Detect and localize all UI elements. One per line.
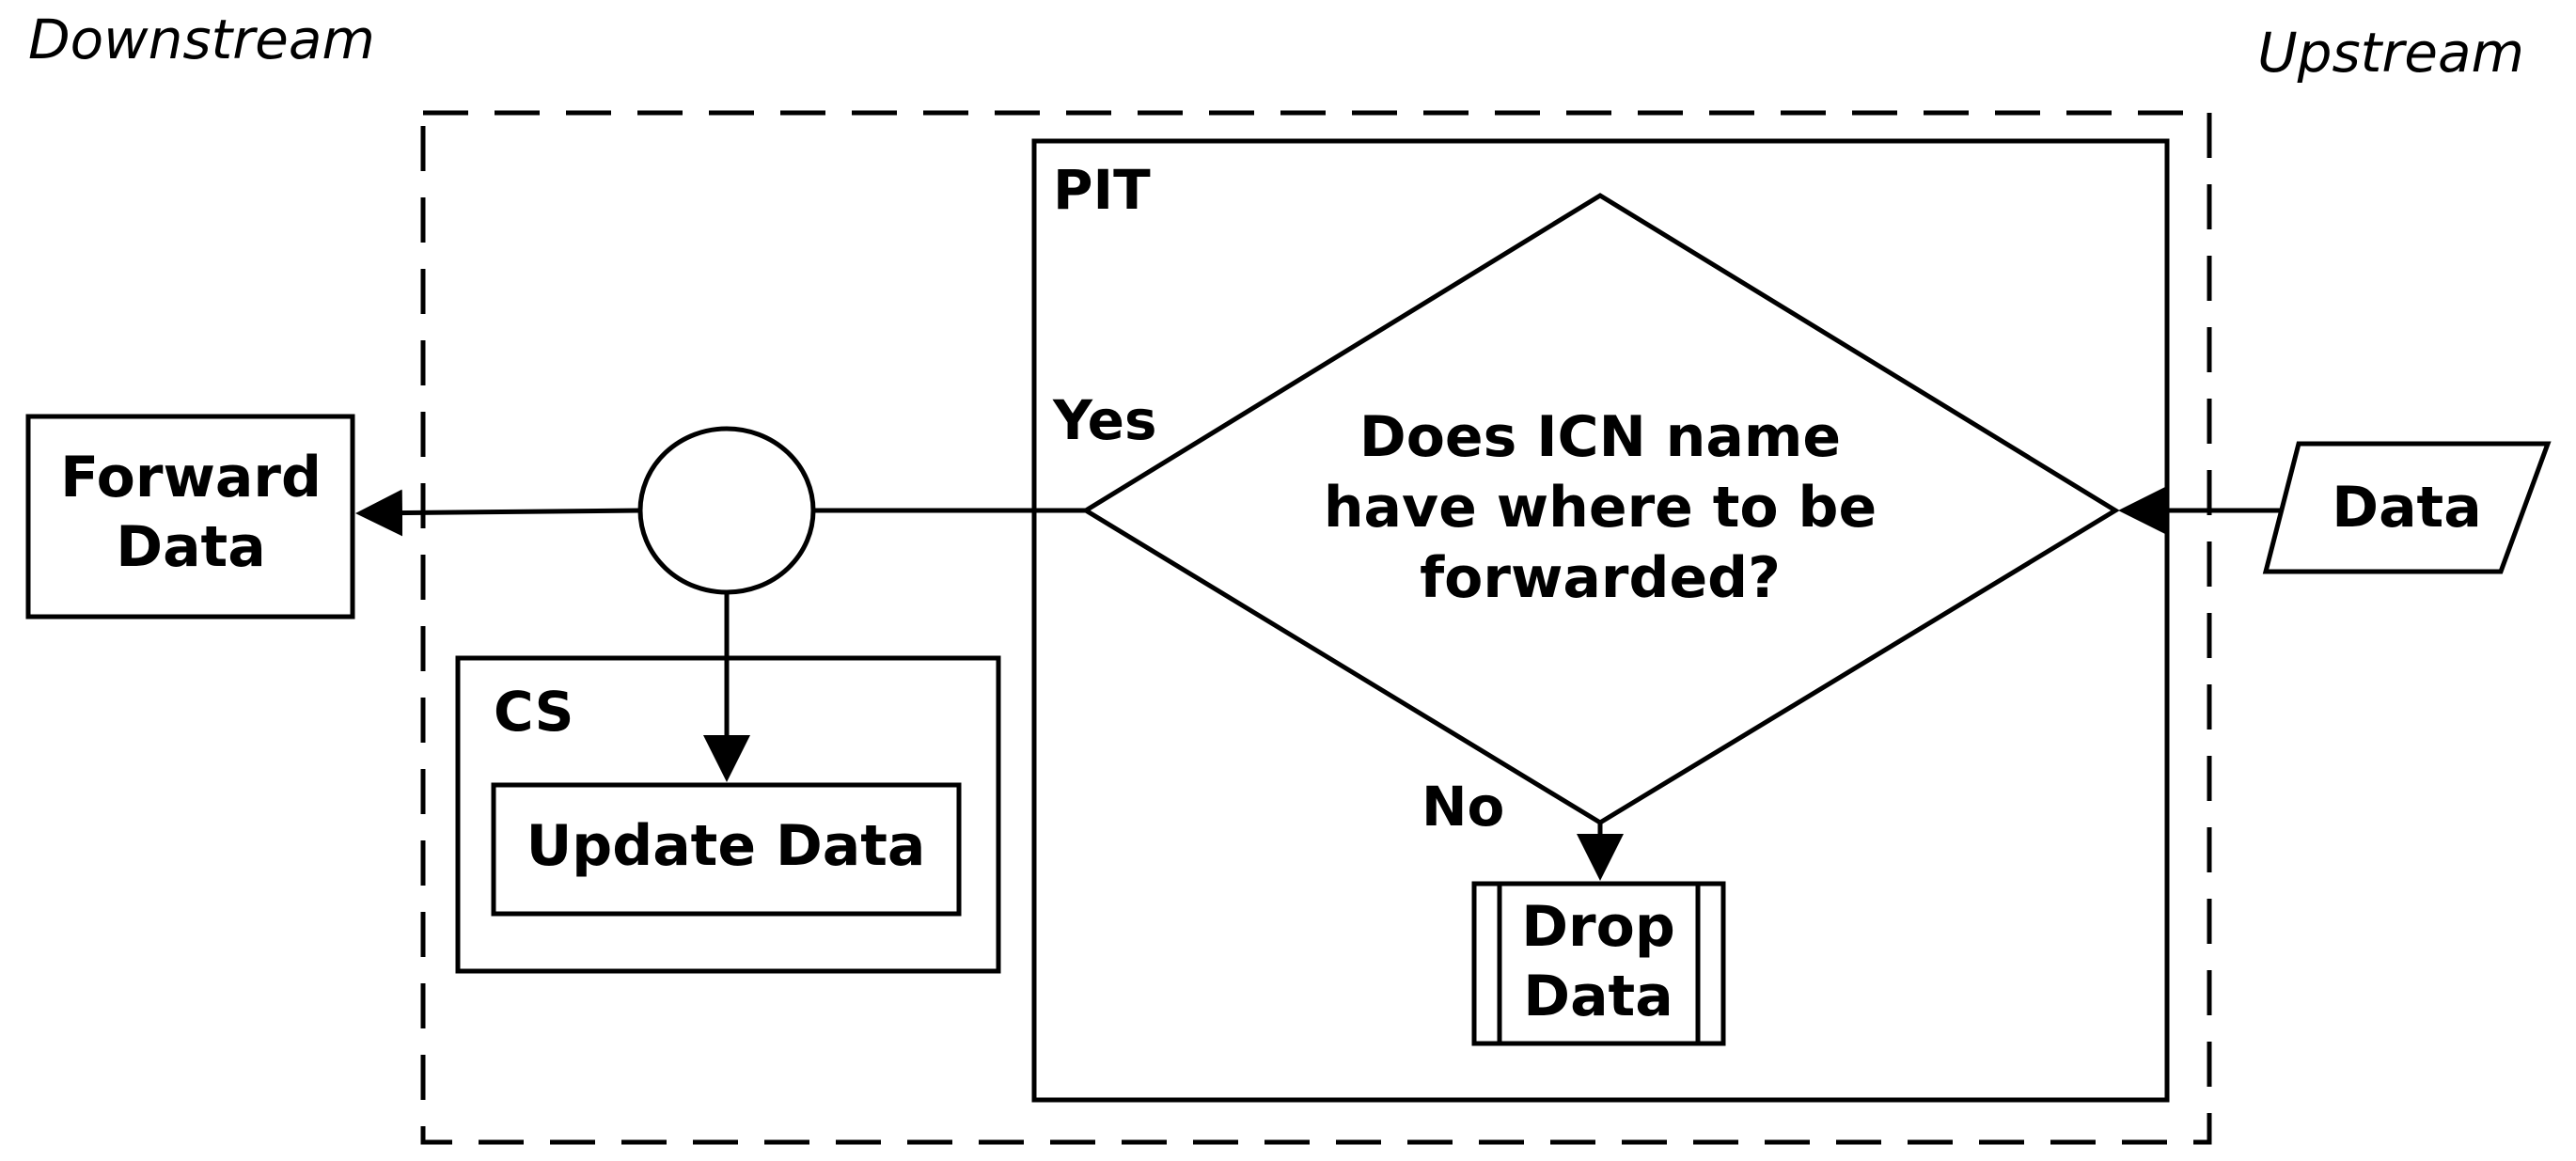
update-data-label: Update Data xyxy=(526,813,926,879)
arrow-junction-to-forward xyxy=(355,489,641,537)
data-input-label: Data xyxy=(2332,475,2481,541)
forward-data-label-line1: Forward xyxy=(60,445,322,510)
data-input-parallelogram xyxy=(2262,441,2552,574)
update-data-box xyxy=(491,782,962,917)
downstream-label: Downstream xyxy=(28,8,375,71)
drop-data-label-line2: Data xyxy=(1523,964,1673,1029)
drop-data-box xyxy=(1471,881,1726,1046)
junction-circle xyxy=(637,426,816,595)
decision-text-line2: have where to be xyxy=(1324,475,1877,541)
cs-label: CS xyxy=(494,680,573,744)
yes-label: Yes xyxy=(1052,388,1157,452)
pit-label: PIT xyxy=(1053,158,1151,222)
forward-data-box xyxy=(25,414,355,620)
upstream-label: Upstream xyxy=(2257,21,2524,85)
forward-data-label-line2: Data xyxy=(116,514,265,580)
drop-data-label-line1: Drop xyxy=(1521,894,1675,960)
pit-box xyxy=(1031,138,2170,1103)
router-boundary xyxy=(420,110,2212,1145)
decision-text-line1: Does ICN name xyxy=(1359,404,1841,470)
no-label: No xyxy=(1422,775,1504,839)
decision-text-line3: forwarded? xyxy=(1420,545,1781,611)
